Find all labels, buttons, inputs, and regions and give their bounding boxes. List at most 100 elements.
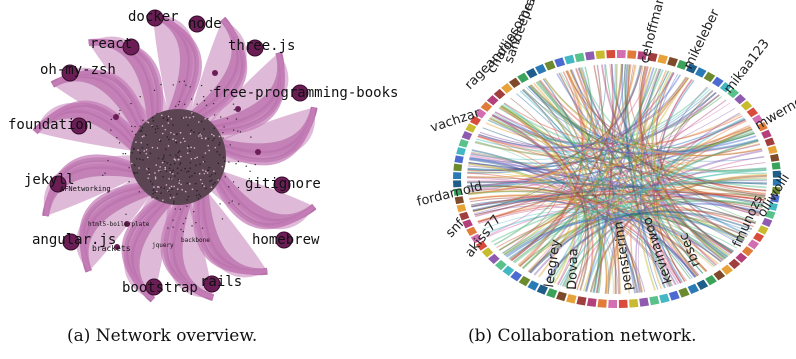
ring-segment (728, 258, 741, 270)
chord (509, 64, 622, 261)
core-dot (152, 189, 155, 191)
core-dot (188, 116, 191, 119)
core-dot (189, 183, 191, 185)
core-dot (161, 132, 164, 135)
caption-collaboration-network: (b) Collaboration network. (468, 326, 697, 346)
scatter-dot (213, 114, 216, 116)
core-dot (136, 171, 139, 174)
scatter-dot (119, 109, 121, 112)
ring-segment (649, 295, 660, 306)
core-dot (157, 169, 160, 172)
chord (512, 128, 753, 263)
repo-node (246, 39, 264, 57)
core-dot (147, 167, 149, 170)
chord (473, 67, 589, 213)
core-dot (167, 122, 170, 124)
chord (472, 181, 767, 212)
core-dot (175, 141, 178, 144)
chord-links (467, 63, 768, 295)
chord (470, 152, 732, 255)
chord (522, 89, 759, 153)
repo-node-small (124, 221, 130, 227)
ring-segment (678, 287, 690, 298)
chord (639, 66, 717, 266)
chord (585, 117, 745, 292)
core-dot (145, 152, 148, 155)
core-dot (149, 180, 152, 183)
core-dot (213, 137, 216, 140)
chord (501, 104, 767, 172)
scatter-dot (125, 213, 127, 216)
chord (491, 114, 590, 291)
ring-segment (517, 72, 529, 84)
chord (528, 85, 602, 294)
chord (566, 70, 700, 276)
core-dot (189, 167, 192, 169)
core-dot (172, 138, 174, 140)
chord (548, 63, 617, 282)
chord (468, 162, 760, 216)
scatter-dot (232, 103, 235, 105)
core-dot (163, 160, 166, 163)
core-dot (204, 152, 207, 154)
core-dot (168, 177, 170, 180)
chord (529, 210, 753, 274)
chord (506, 210, 751, 258)
user-label-dovaa: Dovaa (565, 248, 581, 290)
chord (519, 90, 672, 287)
core-dot (172, 202, 175, 205)
core-dot (155, 164, 158, 166)
chord (539, 79, 767, 192)
scatter-dot (205, 104, 208, 107)
chord (640, 71, 673, 290)
core-dot (139, 152, 141, 154)
ring-segment (488, 253, 500, 265)
chord (467, 172, 687, 282)
chord (546, 209, 756, 282)
scatter-dot (174, 105, 177, 108)
scatter-dot (223, 126, 225, 128)
core-dot (153, 186, 155, 188)
chord (577, 67, 734, 253)
scatter-dot (196, 103, 198, 105)
scatter-dot (183, 80, 185, 82)
scatter-dot (182, 222, 185, 225)
chord (533, 149, 763, 276)
core-dot (156, 147, 159, 149)
chord (607, 173, 767, 294)
chord (488, 87, 709, 144)
core-dot (164, 166, 167, 169)
chord (471, 198, 734, 253)
chord (472, 193, 762, 212)
chord (610, 64, 749, 236)
scatter-dot (174, 208, 176, 210)
chord (477, 136, 608, 294)
core-dot (156, 190, 158, 193)
chord (651, 70, 726, 259)
scatter-dot (151, 197, 153, 199)
chord (528, 85, 767, 189)
core-dot (179, 161, 182, 164)
scatter-dot (245, 165, 247, 167)
ring-segment (668, 290, 680, 301)
chord (562, 68, 660, 287)
core-dot (160, 170, 162, 172)
scatter-dot (228, 202, 230, 204)
chord (477, 135, 767, 172)
chord (627, 64, 674, 287)
chord (621, 64, 684, 283)
repo-node-small (212, 70, 218, 76)
core-dot (223, 156, 225, 159)
chord (467, 186, 706, 273)
scatter-dot (178, 81, 181, 83)
core-dot (157, 127, 159, 130)
chord (517, 70, 585, 267)
chord (634, 66, 656, 291)
core-dot (212, 139, 214, 142)
core-dot (208, 149, 210, 152)
core-dot (190, 157, 193, 160)
core-dot (167, 190, 170, 193)
core-dot (205, 137, 207, 139)
core-dot (140, 141, 143, 144)
core-dot (140, 130, 143, 132)
